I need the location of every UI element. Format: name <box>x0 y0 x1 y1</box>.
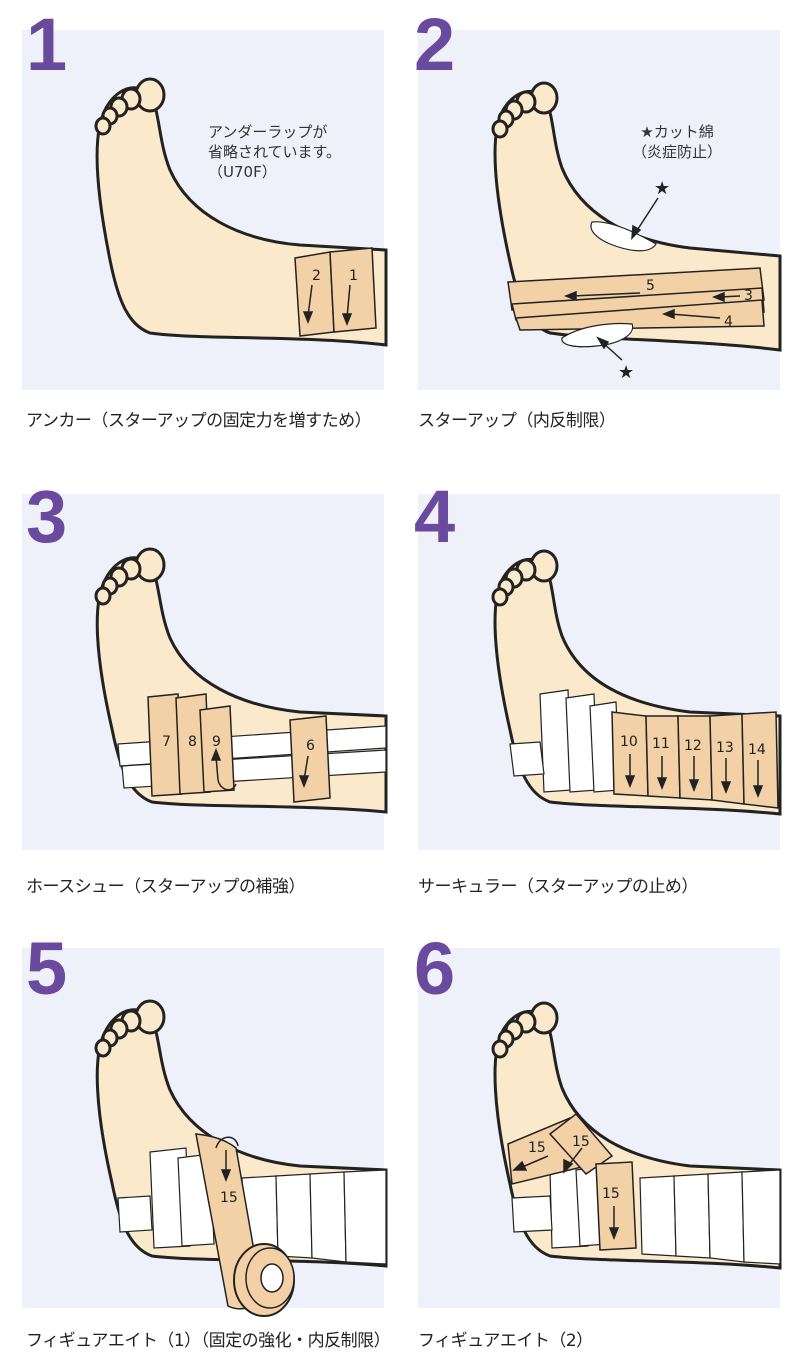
tape-label: 15 <box>602 1186 620 1202</box>
tape-label: 15 <box>572 1134 590 1150</box>
step-2-panel: 2 5 3 4 ★ ★ ★カッ <box>400 0 800 454</box>
tape-label: 15 <box>528 1140 546 1156</box>
direction-arrows <box>215 1136 239 1183</box>
underwrap-note: アンダーラップが 省略されています。 （U70F） <box>208 122 341 182</box>
figure-eight-1-illustration: 15 <box>94 999 388 1317</box>
anchor-tape-strips <box>294 247 377 337</box>
tape-label: 1 <box>349 268 358 284</box>
tape-label: 10 <box>620 734 638 750</box>
tape-label: 14 <box>748 742 766 758</box>
note-line: 省略されています。 <box>208 143 342 161</box>
stirrup-tape-illustration: 5 3 4 ★ ★ <box>491 81 782 383</box>
step-number: 5 <box>26 927 68 1010</box>
note-line: （炎症防止） <box>632 143 723 161</box>
star-icon: ★ <box>654 178 670 199</box>
direction-arrows <box>512 1147 620 1241</box>
step-number: 2 <box>414 3 456 86</box>
step-4-panel: 4 10 11 <box>400 454 800 908</box>
step-caption: フィギュアエイト（1）（固定の強化・内反制限） <box>26 1331 391 1351</box>
tape-label: 12 <box>684 738 702 754</box>
tape-label: 2 <box>312 268 321 284</box>
stirrup-tape-strips <box>507 267 765 331</box>
wrapped-white-strips <box>117 1147 387 1265</box>
figure-eight-2-illustration: 15 15 15 <box>491 1001 782 1270</box>
horseshoe-tape-strips <box>147 693 331 803</box>
step-caption: スターアップ（内反制限） <box>418 411 616 431</box>
step-1-panel: 1 2 1 アンダーラップが 省略されています。 （U70F） アンカー（スター… <box>0 0 400 454</box>
horseshoe-tape-illustration: 7 8 9 6 <box>94 547 388 814</box>
step-number: 6 <box>414 927 456 1010</box>
tape-label: 5 <box>646 278 655 294</box>
tape-label: 13 <box>716 740 734 756</box>
anchor-tape-illustration: 2 1 <box>94 77 388 347</box>
tape-label: 11 <box>652 736 670 752</box>
step-caption: フィギュアエイト（2） <box>418 1331 593 1351</box>
direction-arrows <box>210 747 310 791</box>
star-icon: ★ <box>618 362 634 383</box>
cut-cotton-pads <box>561 221 657 348</box>
step-caption: アンカー（スターアップの固定力を増すため） <box>26 411 372 431</box>
direction-arrows <box>624 754 764 799</box>
note-line: ★カット綿 <box>640 123 714 141</box>
step-caption: ホースシュー（スターアップの補強） <box>26 877 305 897</box>
step-6-panel: 6 15 15 15 <box>400 908 800 1362</box>
tape-label: 3 <box>744 288 753 304</box>
direction-arrows <box>563 197 741 361</box>
tape-label: 4 <box>724 314 733 330</box>
step-number: 1 <box>26 3 68 86</box>
tape-label: 8 <box>188 734 197 750</box>
step-5-panel: 5 15 フィギュアエイト（1）（ <box>0 908 400 1362</box>
tape-label: 6 <box>306 738 315 754</box>
step-caption: サーキュラー（スターアップの止め） <box>418 877 698 897</box>
tape-label: 9 <box>212 734 221 750</box>
circular-tape-illustration: 10 11 12 13 14 <box>491 549 782 816</box>
step-number: 4 <box>414 475 456 558</box>
note-line: （U70F） <box>208 163 277 181</box>
note-line: アンダーラップが <box>208 123 328 141</box>
cut-cotton-note: ★カット綿 （炎症防止） <box>632 122 722 162</box>
tape-roll <box>233 1243 295 1317</box>
step-number: 3 <box>26 475 68 558</box>
tape-label: 15 <box>220 1190 238 1206</box>
direction-arrows <box>302 284 353 327</box>
circular-tape-strips <box>611 711 779 809</box>
tape-label: 7 <box>162 734 171 750</box>
step-3-panel: 3 7 8 9 6 ホースシュー（スターアップの補強） <box>0 454 400 908</box>
